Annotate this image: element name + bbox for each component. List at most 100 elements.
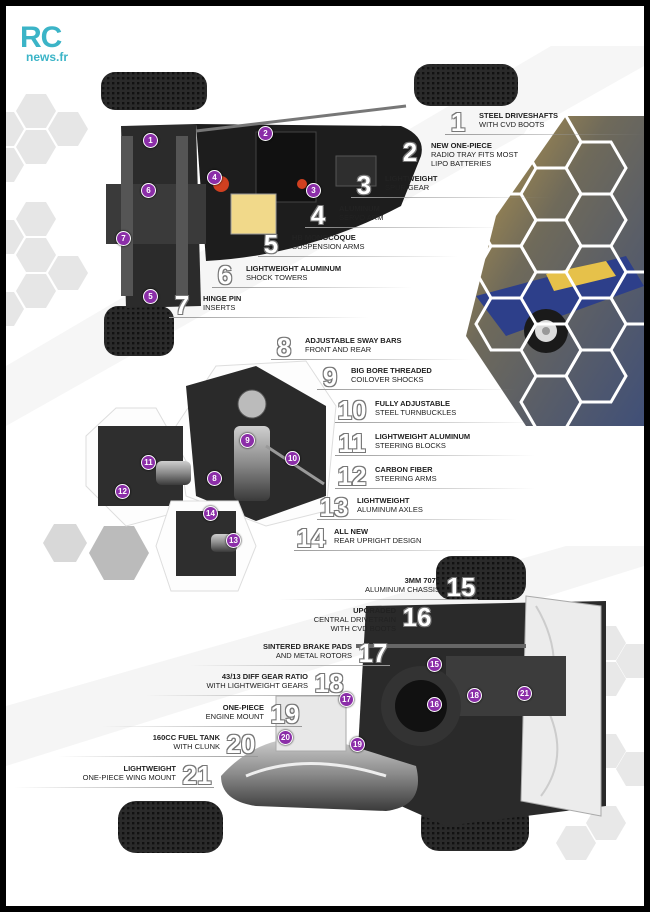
feature-callout-9: 9 Big bore threaded coilover shocks	[317, 362, 517, 394]
feature-title: 43/13 diff gear ratio	[221, 672, 308, 681]
marker-19: 19	[350, 737, 365, 752]
feature-number: 1	[450, 107, 466, 137]
marker-5: 5	[143, 289, 158, 304]
logo-sub: news.fr	[26, 50, 69, 64]
feature-title: Carbon fiber	[375, 465, 433, 474]
feature-callout-1: 1 Steel driveshafts with CVD boots	[445, 107, 644, 139]
marker-4: 4	[207, 170, 222, 185]
feature-subtitle: with lightweight gears	[206, 681, 308, 690]
marker-17: 17	[339, 692, 354, 707]
feature-subtitle: shock towers	[246, 273, 308, 282]
feature-subtitle: with CVD boots	[479, 120, 545, 129]
marker-16: 16	[427, 697, 442, 712]
feature-number: 18	[314, 668, 344, 698]
logo-main: RC	[20, 21, 62, 54]
feature-subtitle: coilover shocks	[351, 375, 424, 384]
feature-title: One-piece	[222, 703, 264, 712]
feature-number: 8	[276, 332, 292, 362]
feature-number: 3	[356, 170, 372, 200]
feature-title: Hinge pin	[203, 294, 242, 303]
rcnews-logo[interactable]: RC news.fr	[20, 21, 80, 65]
marker-2: 2	[258, 126, 273, 141]
feature-subtitle: engine mount	[205, 712, 264, 721]
feature-callout-15: 15 3mm 7075 aluminum chassis	[278, 572, 478, 604]
feature-title: Lightweight	[385, 174, 438, 183]
feature-title: Lightweight	[123, 764, 177, 773]
feature-callout-8: 8 Adjustable sway bars front and rear	[271, 332, 471, 364]
feature-title: HB Monocoque	[292, 233, 356, 242]
marker-8: 8	[207, 471, 222, 486]
marker-18: 18	[467, 688, 482, 703]
feature-callout-5: 5 HB Monocoque suspension arms	[258, 229, 458, 261]
feature-number: 21	[182, 760, 212, 790]
marker-14: 14	[203, 506, 218, 521]
marker-6: 6	[141, 183, 156, 198]
poster-artwork	[6, 46, 644, 860]
feature-number: 11	[338, 428, 366, 458]
feature-subtitle: and metal rotors	[275, 651, 352, 660]
feature-number: 10	[337, 395, 367, 425]
feature-title: Lightweight	[357, 496, 410, 505]
feature-callout-7: 7 Hinge pin inserts	[169, 290, 369, 322]
feature-callout-12: 12 Carbon fiber steering arms	[335, 461, 535, 493]
feature-subtitle: servo arm	[339, 213, 384, 222]
marker-15: 15	[427, 657, 442, 672]
feature-subtitle: aluminum chassis	[364, 585, 440, 594]
feature-number: 14	[296, 523, 326, 553]
marker-11: 11	[141, 455, 156, 470]
feature-callout-3: 3 Lightweight spur gear	[351, 170, 551, 202]
feature-subtitle-2: LiPo batteries	[431, 159, 492, 168]
feature-title: Steel driveshafts	[479, 111, 559, 120]
marker-1: 1	[143, 133, 158, 148]
feature-subtitle: one-piece wing mount	[82, 773, 176, 782]
marker-10: 10	[285, 451, 300, 466]
feature-number: 19	[270, 699, 300, 729]
feature-number: 9	[322, 362, 338, 392]
feature-callout-14: 14 All new rear upright design	[294, 523, 494, 555]
feature-callout-21: 21 Lightweight one-piece wing mount	[14, 760, 214, 792]
feature-subtitle: rear upright design	[334, 536, 422, 545]
feature-title: Big bore threaded	[351, 366, 432, 375]
feature-callout-20: 20 160cc fuel tank with clunk	[58, 729, 258, 761]
feature-subtitle-2: with CVD boots	[330, 624, 396, 633]
hex-pattern-mid	[43, 524, 149, 580]
feature-subtitle: front and rear	[305, 345, 372, 354]
feature-title: 3mm 7075	[404, 576, 440, 585]
feature-callout-13: 13 Lightweight aluminum axles	[317, 492, 517, 524]
feature-callout-18: 18 43/13 diff gear ratio with lightweigh…	[146, 668, 346, 700]
feature-subtitle: central drivetrain	[313, 615, 396, 624]
feature-callout-17: 17 Sintered brake pads and metal rotors	[190, 638, 390, 670]
feature-callout-4: 4 Aluminum servo arm	[305, 200, 505, 232]
feature-title: Aluminum	[339, 204, 380, 213]
feature-number: 5	[263, 229, 279, 259]
poster-page: RC news.fr 1 Steel driveshafts with CVD …	[6, 6, 644, 906]
feature-number: 7	[174, 290, 190, 320]
marker-9: 9	[240, 433, 255, 448]
feature-number: 17	[358, 638, 388, 668]
feature-callout-16: 16 Upgraded central drivetrain with CVD …	[234, 602, 434, 634]
marker-3: 3	[306, 183, 321, 198]
marker-20: 20	[278, 730, 293, 745]
marker-7: 7	[116, 231, 131, 246]
chassis-top-view	[101, 64, 518, 356]
marker-13: 13	[226, 533, 241, 548]
feature-subtitle: spur gear	[385, 183, 430, 192]
feature-title: Upgraded	[353, 606, 396, 615]
feature-subtitle: steering blocks	[375, 441, 446, 450]
feature-number: 16	[402, 602, 432, 632]
feature-title: Lightweight aluminum	[375, 432, 471, 441]
feature-title: New one-piece	[431, 141, 492, 150]
feature-title: Fully adjustable	[375, 399, 451, 408]
feature-title: Lightweight aluminum	[246, 264, 342, 273]
marker-12: 12	[115, 484, 130, 499]
feature-number: 12	[337, 461, 367, 491]
feature-title: All new	[334, 527, 369, 536]
feature-callout-19: 19 One-piece engine mount	[102, 699, 302, 731]
feature-subtitle: with clunk	[173, 742, 220, 751]
diagonal-band-bottom	[6, 546, 644, 766]
feature-number: 13	[319, 492, 349, 522]
feature-title: Sintered brake pads	[262, 642, 352, 651]
feature-number: 4	[310, 200, 326, 230]
feature-callout-10: 10 Fully adjustable steel turnbuckles	[335, 395, 535, 427]
feature-subtitle: aluminum axles	[357, 505, 423, 514]
